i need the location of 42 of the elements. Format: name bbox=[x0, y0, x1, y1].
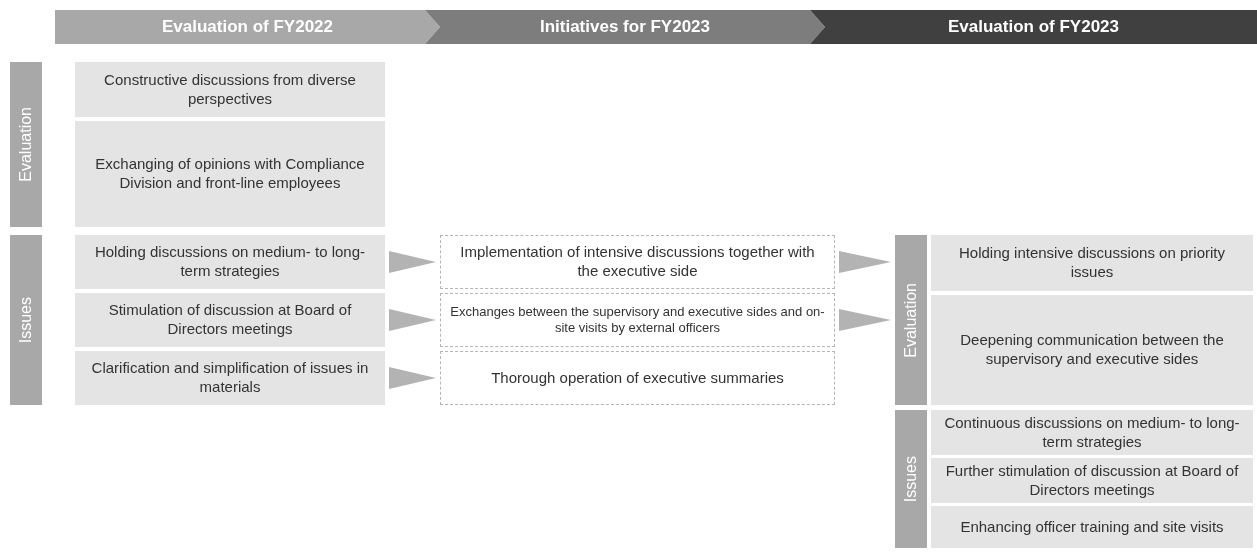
box-text: Continuous discussions on medium- to long-term strategies bbox=[943, 413, 1241, 452]
box-text: Exchanging of opinions with Compliance Division and front-line employees bbox=[94, 155, 366, 193]
side-label: Issues bbox=[16, 296, 35, 344]
arrow bbox=[389, 309, 436, 331]
box-text: Thorough operation of executive summaries bbox=[491, 368, 784, 388]
box-text: Constructive discussions from diverse perspectives bbox=[103, 70, 357, 109]
side-label-bar bbox=[10, 235, 42, 405]
text-box bbox=[75, 351, 385, 405]
text-box bbox=[931, 506, 1253, 548]
banner-heading: Initiatives for FY2023 bbox=[539, 16, 711, 39]
arrow bbox=[389, 251, 436, 273]
side-label-bar bbox=[10, 62, 42, 227]
box-text: Clarification and simplification of issues in materials bbox=[90, 359, 370, 397]
box-text: Further stimulation of discussion at Board of Directors meetings bbox=[944, 461, 1240, 500]
box-text: Holding intensive discussions on priority issues bbox=[958, 244, 1226, 282]
side-label: Evaluation bbox=[16, 107, 35, 182]
box-text: Holding discussions on medium- to long-term strategies bbox=[93, 243, 367, 281]
text-box bbox=[75, 62, 385, 117]
arrow bbox=[839, 309, 891, 331]
box-text: Deepening communication between the supervisory and executive sides bbox=[959, 331, 1225, 369]
arrow bbox=[839, 251, 891, 273]
box-text: Implementation of intensive discussions together with the executive side bbox=[459, 243, 816, 281]
text-box bbox=[75, 235, 385, 289]
banner-heading: Evaluation of FY2022 bbox=[162, 16, 333, 39]
side-label: Issues bbox=[901, 455, 920, 503]
side-label-bar bbox=[895, 410, 927, 548]
text-box bbox=[931, 458, 1253, 503]
side-label: Evaluation bbox=[901, 282, 920, 358]
box-text: Exchanges between the supervisory and executive sides and on-site visits by external officers bbox=[449, 303, 826, 337]
text-box bbox=[931, 295, 1253, 405]
text-box bbox=[75, 293, 385, 347]
banner-heading: Evaluation of FY2023 bbox=[948, 16, 1119, 39]
side-label-bar bbox=[895, 235, 927, 405]
text-box bbox=[931, 235, 1253, 291]
text-box bbox=[931, 410, 1253, 455]
box-text: Enhancing officer training and site visits bbox=[960, 517, 1224, 537]
text-box bbox=[75, 121, 385, 227]
outlined-box bbox=[440, 293, 835, 347]
arrow bbox=[389, 367, 436, 389]
outlined-box bbox=[440, 235, 835, 289]
outlined-box bbox=[440, 351, 835, 405]
box-text: Stimulation of discussion at Board of Directors meetings bbox=[107, 301, 353, 339]
